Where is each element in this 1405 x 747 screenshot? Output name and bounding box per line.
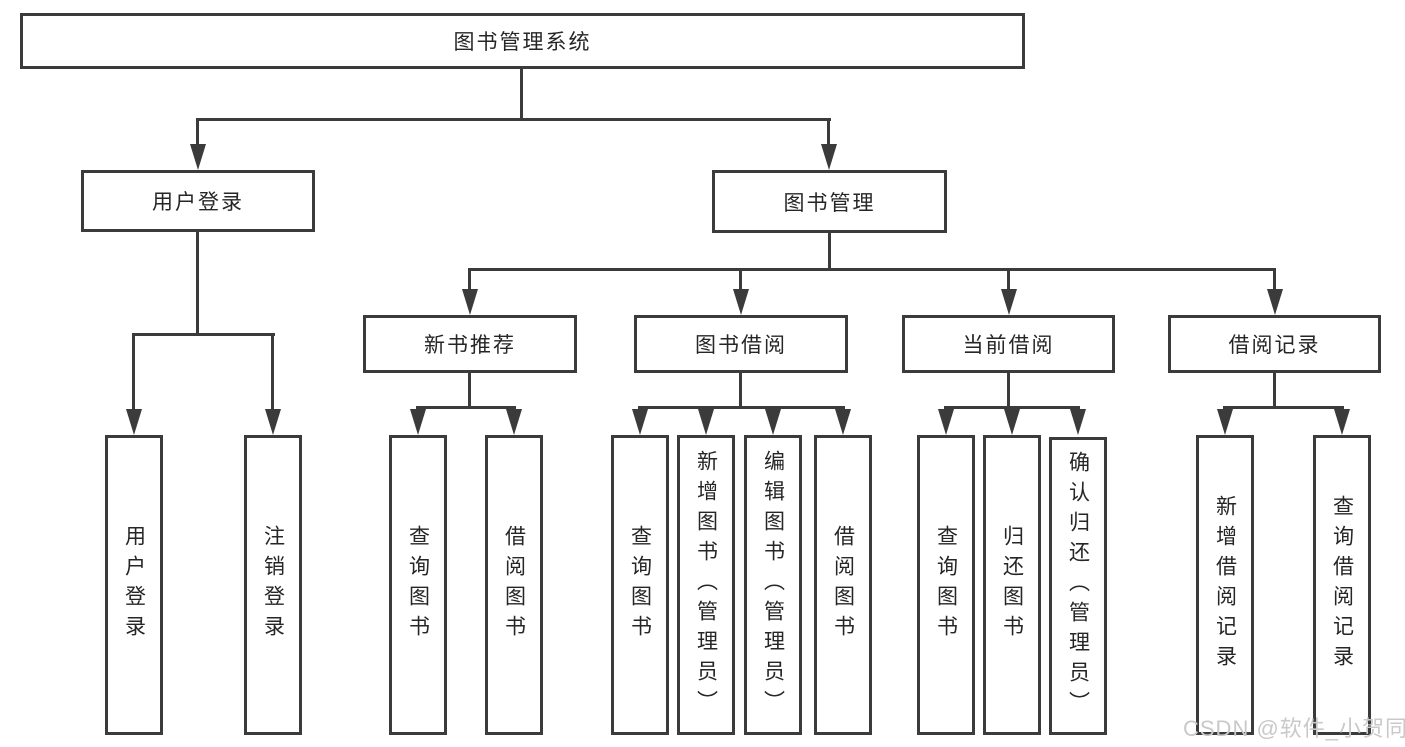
leaf-borrow-books-recommend: 借阅图书 bbox=[485, 435, 543, 735]
arrow-down-icon bbox=[1001, 289, 1017, 315]
leaf-edit-book-admin: 编辑图书（管理员） bbox=[744, 435, 802, 735]
connector-line bbox=[132, 333, 275, 336]
node-label: 新增图书（管理员） bbox=[694, 450, 718, 720]
arrow-down-icon bbox=[1267, 289, 1283, 315]
leaf-query-books-current: 查询图书 bbox=[917, 435, 975, 735]
node-label: 归还图书 bbox=[1000, 525, 1024, 645]
connector-line bbox=[196, 118, 831, 121]
connector-line bbox=[416, 406, 516, 409]
arrow-down-icon bbox=[733, 289, 749, 315]
connector-line bbox=[1273, 371, 1276, 409]
connector-line bbox=[520, 66, 523, 120]
node-label: 查询图书 bbox=[934, 525, 958, 645]
leaf-logout: 注销登录 bbox=[244, 435, 302, 735]
leaf-borrow-books: 借阅图书 bbox=[814, 435, 872, 735]
connector-line bbox=[638, 406, 845, 409]
node-label: 确认归还（管理员） bbox=[1066, 451, 1090, 721]
connector-line bbox=[1007, 371, 1010, 409]
arrow-down-icon bbox=[698, 409, 714, 435]
node-book-borrowing: 图书借阅 bbox=[634, 315, 848, 373]
node-root: 图书管理系统 bbox=[20, 13, 1025, 69]
arrow-down-icon bbox=[1070, 409, 1086, 435]
arrow-down-icon bbox=[506, 409, 522, 435]
connector-line bbox=[828, 231, 831, 270]
node-label: 用户登录 bbox=[122, 525, 146, 645]
connector-line bbox=[468, 371, 471, 409]
node-label: 图书管理系统 bbox=[453, 31, 592, 54]
leaf-add-book-admin: 新增图书（管理员） bbox=[677, 435, 735, 735]
node-current-borrowing: 当前借阅 bbox=[902, 315, 1115, 373]
node-label: 图书管理 bbox=[783, 191, 876, 215]
connector-line bbox=[827, 120, 830, 146]
connector-line bbox=[196, 120, 199, 146]
arrow-down-icon bbox=[821, 144, 837, 170]
node-label: 借阅图书 bbox=[831, 525, 855, 645]
arrow-down-icon bbox=[938, 409, 954, 435]
arrow-down-icon bbox=[190, 144, 206, 170]
node-label: 查询图书 bbox=[406, 525, 430, 645]
connector-line bbox=[944, 406, 1080, 409]
node-label: 编辑图书（管理员） bbox=[761, 450, 785, 720]
arrow-down-icon bbox=[265, 409, 281, 435]
node-user-login: 用户登录 bbox=[81, 170, 315, 232]
arrow-down-icon bbox=[1004, 409, 1020, 435]
node-label: 借阅记录 bbox=[1228, 334, 1321, 357]
node-label: 借阅图书 bbox=[502, 525, 526, 645]
leaf-query-books-recommend: 查询图书 bbox=[389, 435, 447, 735]
arrow-down-icon bbox=[835, 409, 851, 435]
connector-line bbox=[132, 335, 135, 411]
connector-line bbox=[1223, 406, 1344, 409]
node-book-management: 图书管理 bbox=[712, 170, 947, 233]
node-label: 查询借阅记录 bbox=[1330, 495, 1354, 675]
connector-line bbox=[739, 371, 742, 409]
node-borrowing-records: 借阅记录 bbox=[1168, 315, 1381, 373]
leaf-query-borrow-record: 查询借阅记录 bbox=[1313, 435, 1371, 735]
arrow-down-icon bbox=[1217, 409, 1233, 435]
connector-line bbox=[468, 270, 471, 291]
node-label: 图书借阅 bbox=[695, 334, 787, 357]
connector-line bbox=[271, 335, 274, 411]
node-label: 当前借阅 bbox=[962, 334, 1055, 357]
leaf-confirm-return-admin: 确认归还（管理员） bbox=[1049, 437, 1107, 735]
leaf-user-login: 用户登录 bbox=[105, 435, 163, 735]
watermark-text: CSDN @软件_小贺同学 bbox=[1183, 716, 1405, 741]
node-new-book-recommendation: 新书推荐 bbox=[363, 315, 577, 373]
arrow-down-icon bbox=[410, 409, 426, 435]
leaf-add-borrow-record: 新增借阅记录 bbox=[1196, 435, 1254, 735]
leaf-query-books-borrow: 查询图书 bbox=[611, 435, 669, 735]
arrow-down-icon bbox=[765, 409, 781, 435]
leaf-return-book: 归还图书 bbox=[983, 435, 1041, 735]
node-label: 新增借阅记录 bbox=[1213, 495, 1237, 675]
connector-line bbox=[739, 270, 742, 291]
node-label: 用户登录 bbox=[152, 191, 244, 214]
arrow-down-icon bbox=[632, 409, 648, 435]
connector-line bbox=[468, 268, 1276, 271]
connector-line bbox=[1273, 270, 1276, 291]
arrow-down-icon bbox=[462, 289, 478, 315]
connector-line bbox=[196, 230, 199, 335]
connector-line bbox=[1007, 270, 1010, 291]
node-label: 查询图书 bbox=[628, 525, 652, 645]
arrow-down-icon bbox=[126, 409, 142, 435]
node-label: 注销登录 bbox=[261, 525, 285, 645]
arrow-down-icon bbox=[1334, 409, 1350, 435]
node-label: 新书推荐 bbox=[424, 334, 516, 357]
